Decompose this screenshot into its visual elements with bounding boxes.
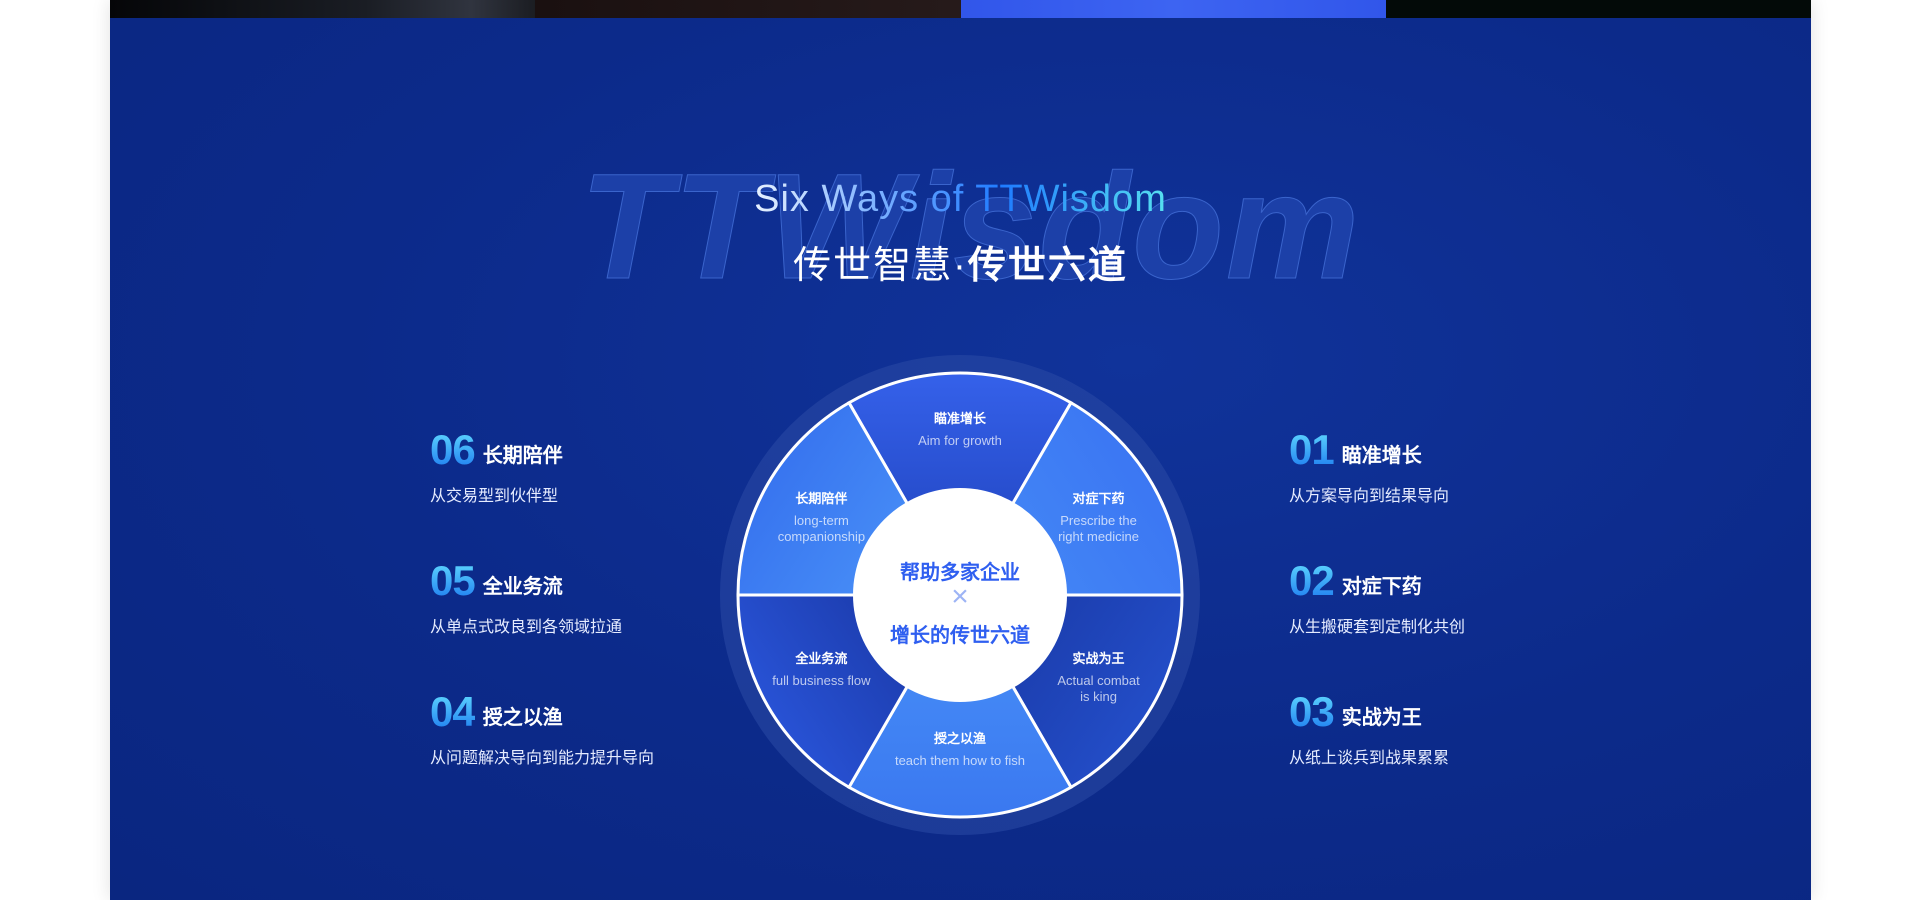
six-ways-wheel: 瞄准增长 Aim for growth 对症下药 Prescribe theright… [720, 355, 1200, 835]
way-name: 对症下药 [1341, 576, 1422, 598]
segment-subtitle: teach them how to fish [895, 753, 1025, 768]
segment-subtitle: companionship [778, 529, 865, 544]
way-description: 从单点式改良到各领域拉通 [430, 619, 623, 636]
segment-subtitle: Aim for growth [918, 433, 1002, 448]
segment-subtitle: is king [1080, 689, 1117, 704]
watermark-text: TTWisdom [579, 142, 1362, 311]
way-name: 实战为王 [1341, 707, 1422, 729]
six-ways-section: TTWisdom Six Ways of TTWisdom 传世智慧·传世六道 … [110, 0, 1811, 900]
way-number: 01 [1289, 426, 1335, 473]
segment-subtitle: long-term [794, 513, 849, 528]
wheel-center [853, 488, 1067, 702]
wheel-segment[interactable] [846, 591, 1074, 819]
section-title-en: Six Ways of TTWisdom [754, 178, 1167, 220]
way-description: 从生搬硬套到定制化共创 [1289, 619, 1466, 636]
way-item: 05 全业务流从单点式改良到各领域拉通 [430, 557, 690, 637]
way-number: 06 [430, 426, 476, 473]
way-name: 瞄准增长 [1341, 445, 1422, 467]
segment-subtitle: Actual combat [1057, 673, 1140, 688]
segment-title: 长期陪伴 [795, 491, 847, 506]
way-name: 授之以渔 [482, 707, 563, 729]
strip-tile-active[interactable] [960, 0, 1386, 18]
center-line-2: 增长的传世六道 [890, 623, 1030, 647]
strip-tile[interactable] [1385, 0, 1811, 18]
segment-subtitle: right medicine [1058, 529, 1139, 544]
strip-tile[interactable] [110, 0, 536, 18]
way-description: 从纸上谈兵到战果累累 [1289, 750, 1450, 767]
segment-subtitle: Prescribe the [1060, 513, 1137, 528]
way-number: 05 [430, 557, 476, 604]
segment-title: 全业务流 [794, 651, 847, 666]
way-item: 01 瞄准增长从方案导向到结果导向 [1289, 426, 1549, 506]
segment-title: 实战为王 [1073, 651, 1125, 666]
segment-title: 授之以渔 [934, 731, 986, 746]
way-number: 03 [1289, 688, 1335, 735]
segment-title: 瞄准增长 [934, 411, 987, 426]
way-item: 04 授之以渔从问题解决导向到能力提升导向 [430, 688, 690, 768]
way-item: 02 对症下药从生搬硬套到定制化共创 [1289, 557, 1549, 637]
way-name: 长期陪伴 [482, 445, 563, 467]
wheel-segment[interactable] [846, 371, 1074, 598]
strip-tile[interactable] [535, 0, 961, 18]
top-image-strip [110, 0, 1811, 18]
way-number: 04 [430, 688, 476, 735]
center-line-1: 帮助多家企业 [900, 560, 1020, 584]
section-title-cn: 传世智慧·传世六道 [793, 245, 1128, 287]
way-description: 从交易型到伙伴型 [430, 488, 559, 505]
way-description: 从问题解决导向到能力提升导向 [430, 750, 655, 767]
way-number: 02 [1289, 557, 1335, 604]
center-cross-icon: × [951, 580, 969, 613]
segment-subtitle: full business flow [772, 673, 871, 688]
segment-title: 对症下药 [1073, 491, 1125, 506]
way-item: 06 长期陪伴从交易型到伙伴型 [430, 426, 690, 506]
way-item: 03 实战为王从纸上谈兵到战果累累 [1289, 688, 1549, 768]
way-name: 全业务流 [482, 576, 563, 598]
way-description: 从方案导向到结果导向 [1289, 488, 1450, 505]
